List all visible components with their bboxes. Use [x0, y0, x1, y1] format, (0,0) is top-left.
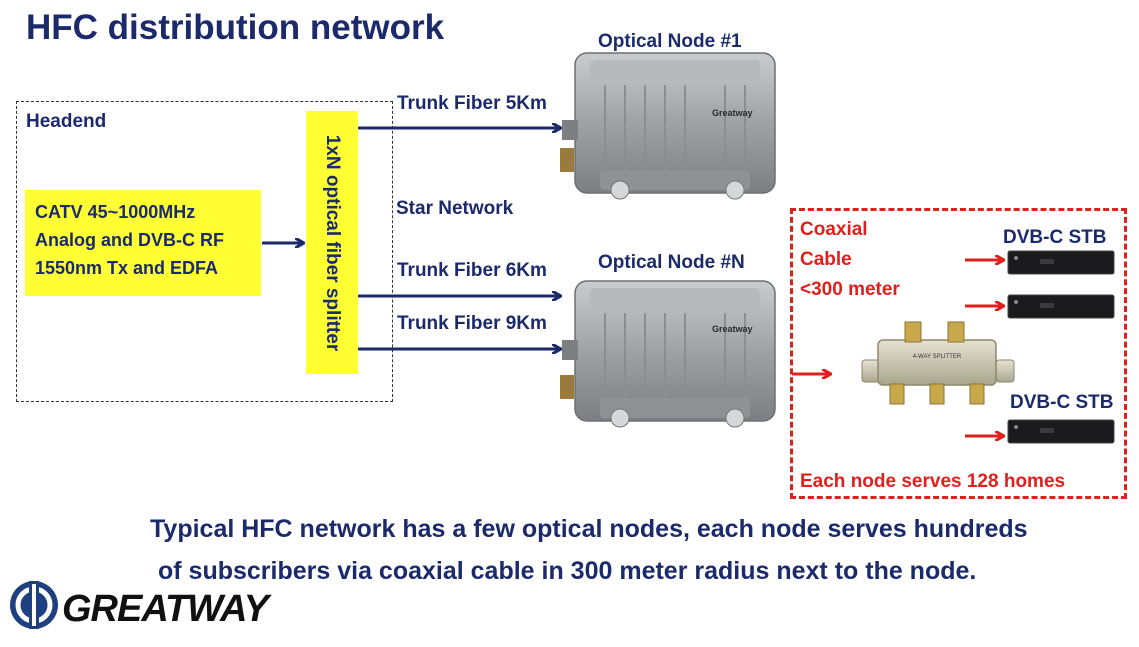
optical-node-n-image: Greatway: [560, 280, 776, 428]
summary-line-1: Typical HFC network has a few optical no…: [150, 515, 1028, 543]
node-n-brand: Greatway: [712, 324, 753, 334]
trunk-label-3: Trunk Fiber 9Km: [397, 313, 547, 334]
catv-line-1: CATV 45~1000MHz: [35, 202, 196, 222]
coax-line-3: <300 meter: [800, 279, 900, 300]
summary-line-2: of subscribers via coaxial cable in 300 …: [158, 557, 977, 585]
optical-splitter-box: 1xN optical fiber splitter: [306, 111, 358, 374]
catv-line-3: 1550nm Tx and EDFA: [35, 258, 219, 278]
coax-splitter-label: 4-WAY SPLITTER: [913, 354, 962, 360]
coax-line-2: Cable: [800, 249, 852, 270]
catv-source-box: CATV 45~1000MHz Analog and DVB-C RF 1550…: [25, 190, 261, 296]
serves-note: Each node serves 128 homes: [800, 471, 1066, 492]
headend-label: Headend: [26, 111, 107, 132]
star-network-label: Star Network: [396, 198, 514, 219]
coax-splitter-image: 4-WAY SPLITTER: [861, 321, 1015, 405]
coax-area-boundary: [790, 208, 1127, 499]
stb-label-bottom: DVB-C STB: [1010, 392, 1114, 413]
coax-line-1: Coaxial: [800, 219, 868, 240]
trunk-label-1: Trunk Fiber 5Km: [397, 93, 547, 114]
headend-boundary: [16, 101, 393, 402]
stb-2-image: [1007, 294, 1115, 319]
coax-label: Coaxial Cable <300 meter: [800, 215, 900, 305]
trunk-label-2: Trunk Fiber 6Km: [397, 260, 547, 281]
optical-node-1-image: Greatway: [560, 52, 776, 200]
catv-line-2: Analog and DVB-C RF: [35, 230, 224, 250]
stb-1-image: [1007, 250, 1115, 275]
node-1-brand: Greatway: [712, 108, 753, 118]
stb-label-top: DVB-C STB: [1003, 227, 1107, 248]
stb-3-image: [1007, 419, 1115, 444]
node-label-n: Optical Node #N: [598, 252, 745, 273]
greatway-logo-icon: [10, 581, 58, 629]
page-title: HFC distribution network: [26, 8, 445, 47]
greatway-logo-text: GREATWAY: [62, 588, 269, 630]
node-label-1: Optical Node #1: [598, 31, 742, 52]
